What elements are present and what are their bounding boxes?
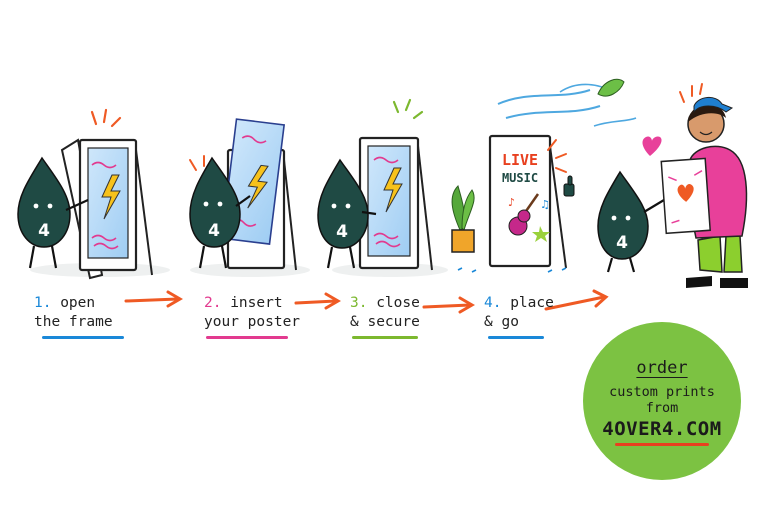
step-4-number: 4. bbox=[484, 295, 502, 311]
ink-drop-mascot: 4 bbox=[317, 158, 377, 269]
badge-line2: from bbox=[645, 400, 679, 416]
aframe-sign-live-music: LIVE MUSIC ♪ ♫ bbox=[488, 134, 567, 269]
step-1-label: 1. open the frame bbox=[34, 294, 113, 332]
svg-text:♫: ♫ bbox=[540, 198, 550, 211]
step-2-label: 2. insert your poster bbox=[204, 294, 300, 332]
step-1-line1: open bbox=[60, 295, 96, 311]
arrow-icon bbox=[544, 289, 609, 311]
step-4-label: 4. place & go bbox=[484, 294, 554, 332]
step-3-line2: & secure bbox=[350, 314, 420, 330]
mascot-number: 4 bbox=[616, 233, 628, 253]
order-badge[interactable]: order custom prints from 4OVER4.COM bbox=[583, 322, 741, 480]
step-4-underline bbox=[488, 336, 544, 339]
ink-drop-mascot: 4 bbox=[17, 156, 89, 269]
arrow-icon bbox=[294, 292, 341, 310]
step-4-line1: place bbox=[510, 295, 554, 311]
step4-scene: LIVE MUSIC ♪ ♫ bbox=[451, 134, 575, 273]
mascot-number: 4 bbox=[208, 221, 220, 241]
flow-arrows bbox=[124, 289, 609, 314]
step3-scene: 4 bbox=[317, 98, 448, 277]
poster-line1: LIVE bbox=[502, 151, 538, 169]
step-2-line1: insert bbox=[230, 295, 283, 311]
thumbs-up-icon bbox=[563, 175, 575, 197]
potted-plant-icon bbox=[451, 185, 475, 253]
arrow-icon bbox=[422, 296, 475, 314]
leaf-icon bbox=[597, 78, 625, 97]
step-3-underline bbox=[352, 336, 418, 339]
svg-text:♪: ♪ bbox=[508, 196, 515, 209]
step-1-line2: the frame bbox=[34, 314, 113, 330]
step-1-underline bbox=[42, 336, 124, 339]
step1-scene: 4 bbox=[17, 108, 170, 280]
step-3-number: 3. bbox=[350, 295, 368, 311]
badge-line1: custom prints bbox=[609, 384, 715, 400]
step-2-underline bbox=[206, 336, 288, 339]
step-4-line2: & go bbox=[484, 314, 519, 330]
guitar-icon bbox=[508, 193, 540, 236]
final-scene: 4 bbox=[497, 78, 748, 288]
poster-line2: MUSIC bbox=[502, 171, 538, 185]
mascot-number: 4 bbox=[38, 221, 50, 241]
badge-order-text: order bbox=[636, 358, 688, 378]
step-1-number: 1. bbox=[34, 295, 52, 311]
held-poster bbox=[660, 157, 711, 235]
step-2-number: 2. bbox=[204, 295, 222, 311]
aframe-sign-closed bbox=[358, 136, 433, 271]
aframe-sign-open bbox=[60, 138, 153, 280]
heart-icon bbox=[642, 136, 662, 156]
step-2-line2: your poster bbox=[204, 314, 301, 330]
ink-drop-mascot: 4 bbox=[189, 156, 251, 269]
badge-brand[interactable]: 4OVER4.COM bbox=[602, 418, 722, 440]
step2-scene: 4 bbox=[189, 118, 310, 277]
arrow-icon bbox=[124, 290, 183, 308]
badge-brand-underline bbox=[615, 443, 709, 446]
mascot-number: 4 bbox=[336, 222, 348, 242]
step-3-line1: close bbox=[376, 295, 420, 311]
step-3-label: 3. close & secure bbox=[350, 294, 420, 332]
ink-drop-mascot: 4 bbox=[597, 170, 665, 273]
